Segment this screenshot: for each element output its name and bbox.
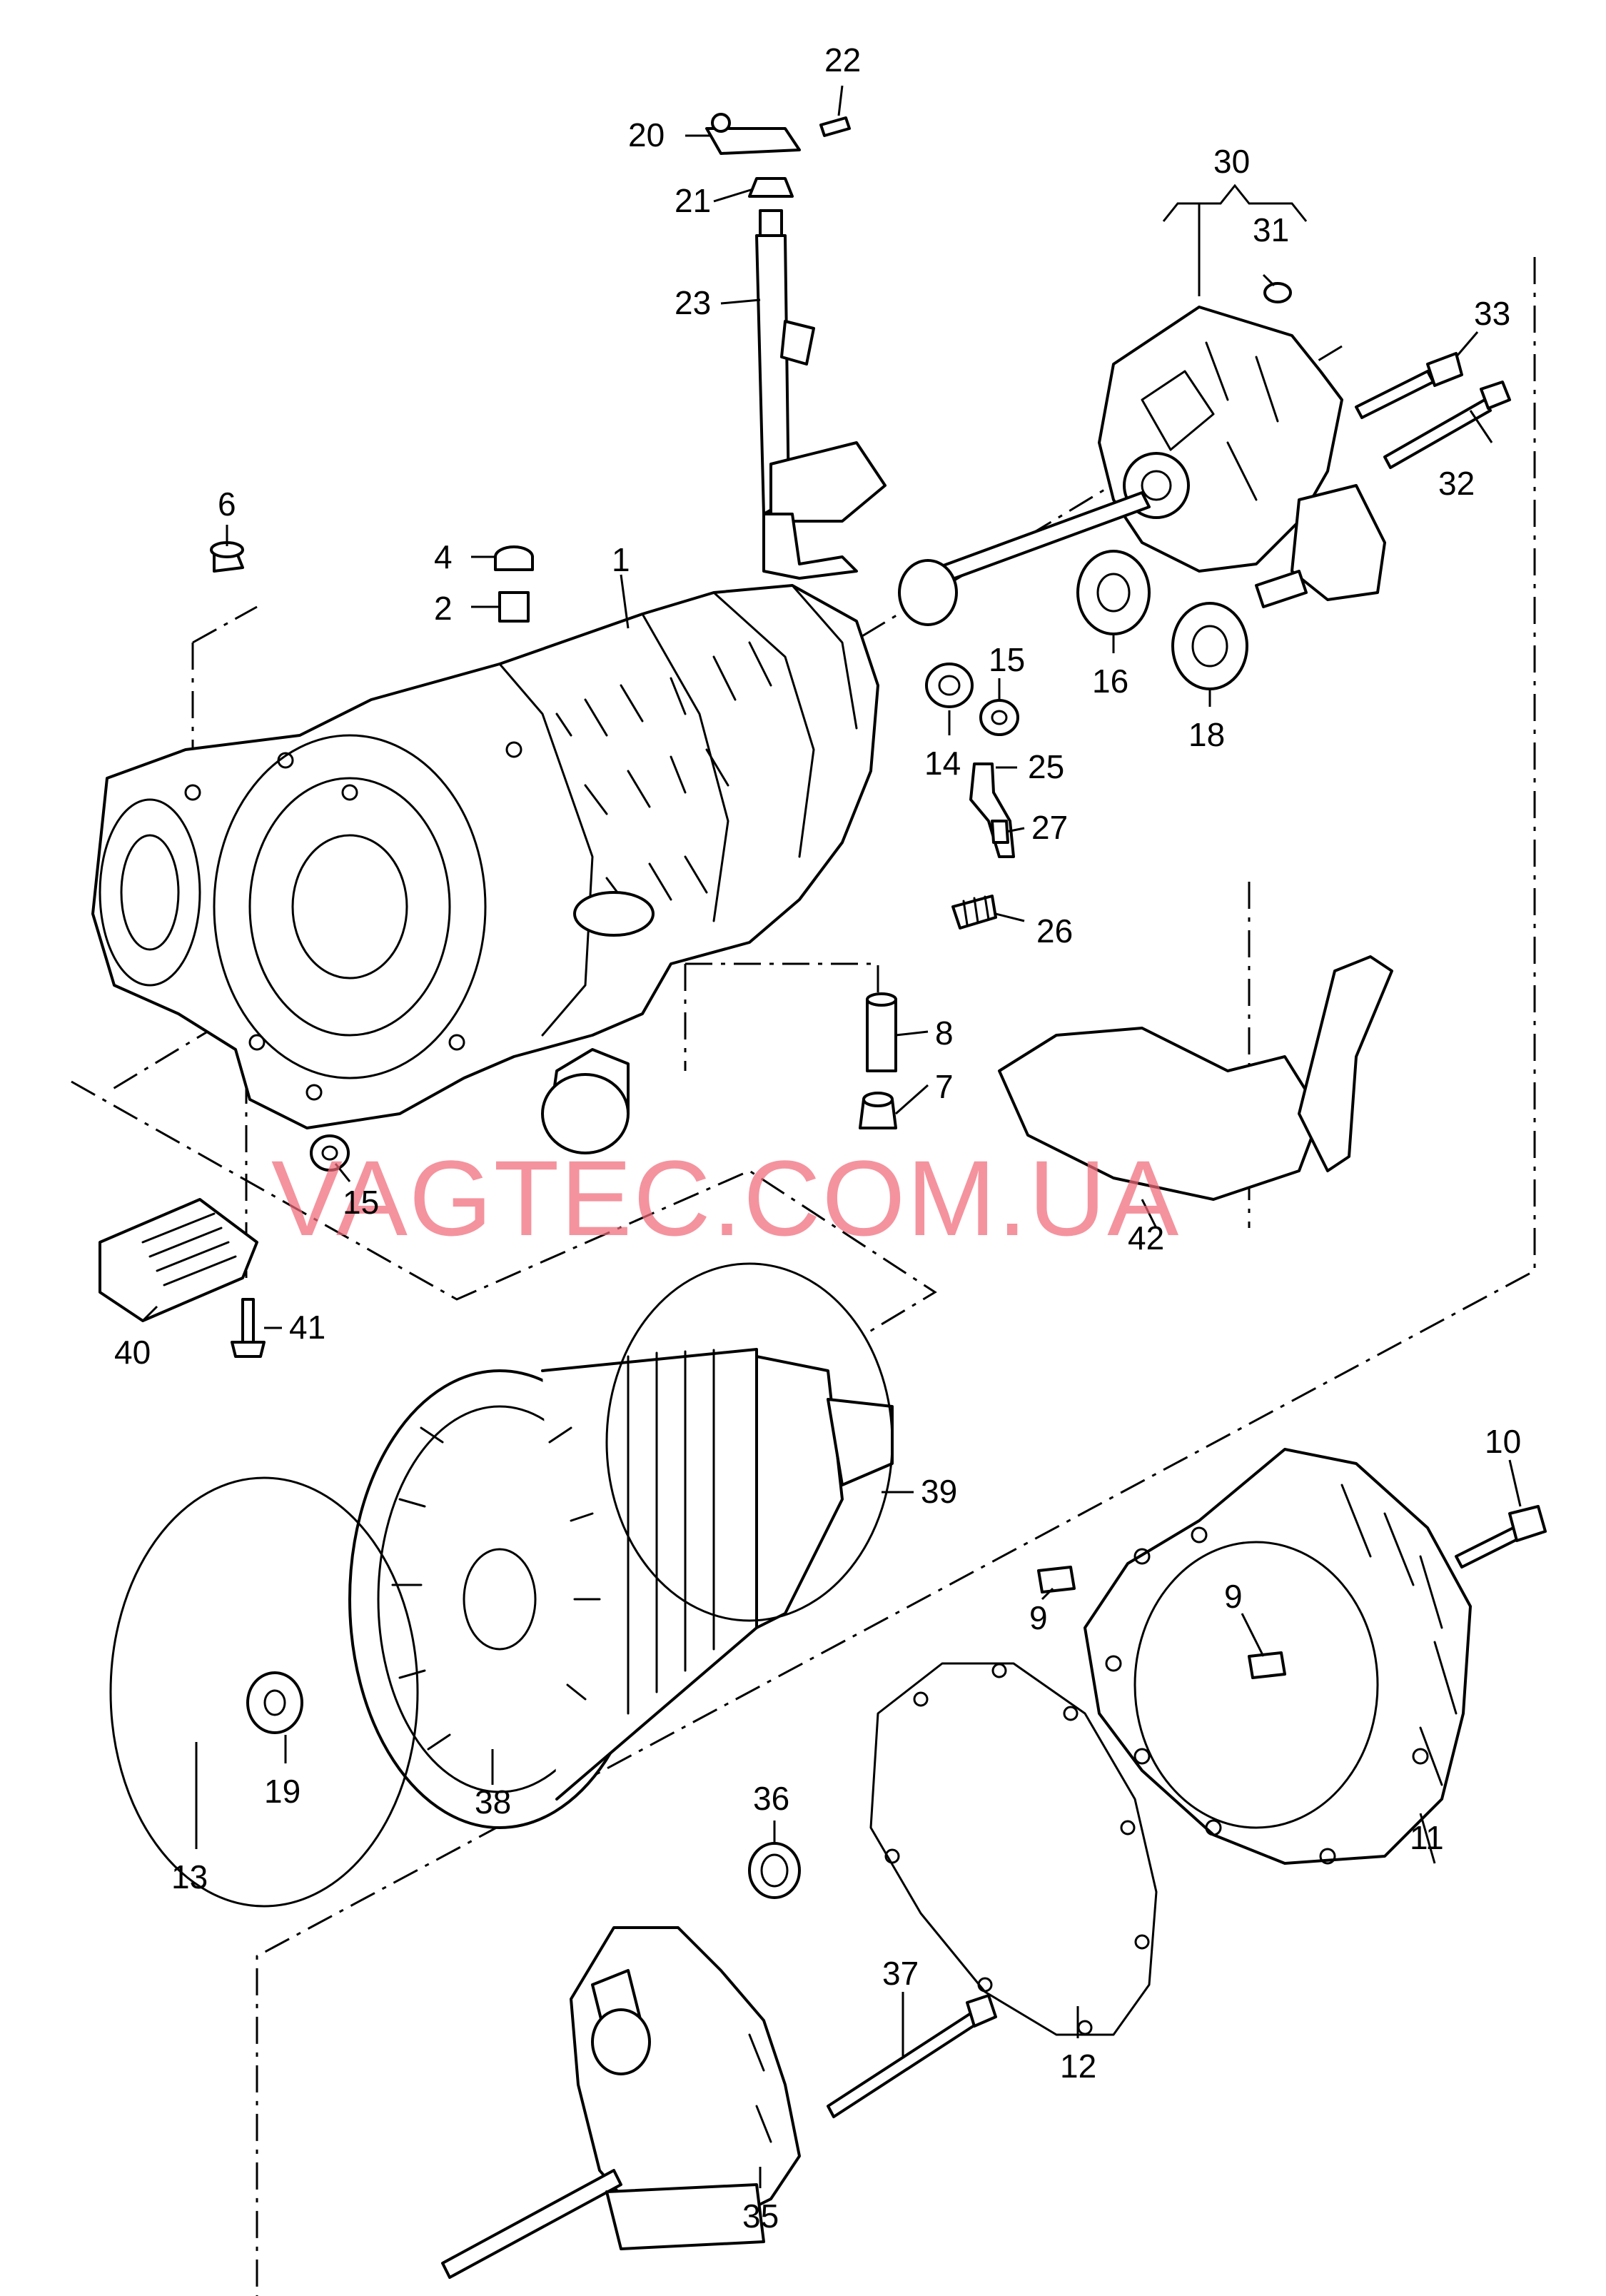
callout-18: 18 [1188,716,1225,753]
dowel-part-9-right [1248,1651,1286,1679]
bolt-part-10 [1455,1505,1547,1569]
callout-31: 31 [1253,211,1289,248]
callout-37: 37 [882,1955,919,1992]
valve-body-part-30 [898,306,1386,626]
control-unit-part-40 [99,1198,258,1322]
cap-part-4 [494,545,534,571]
callout-21: 21 [675,182,711,219]
callout-10: 10 [1485,1423,1521,1460]
plug-part-6 [210,541,244,573]
callout-38: 38 [475,1783,511,1821]
callout-35: 35 [742,2197,779,2235]
callout-42: 42 [1128,1219,1164,1257]
callout-26: 26 [1036,912,1073,950]
callout-30: 30 [1213,143,1250,180]
leader-lines [141,85,1522,2188]
callout-15-lower: 15 [343,1184,379,1221]
callout-19: 19 [264,1773,301,1810]
callout-6: 6 [218,485,236,523]
bearing-part-15-lower [310,1134,350,1172]
callout-14: 14 [924,745,961,782]
bearing-part-15-upper [979,699,1019,736]
callout-40: 40 [114,1334,151,1371]
callout-41: 41 [289,1309,325,1346]
ring-part-13 [109,1476,419,1908]
oil-pump-part-35 [441,1926,801,2279]
callout-9-right: 9 [1224,1578,1243,1615]
bolt-part-33 [1355,352,1463,419]
seal-part-18 [1171,602,1248,690]
callout-22: 22 [824,41,861,79]
plug-part-7 [859,1092,897,1129]
transmission-housing [91,584,879,1154]
callout-2: 2 [434,590,453,627]
bolt-part-37 [827,1994,997,2118]
callout-32: 32 [1438,465,1475,502]
callout-27: 27 [1031,809,1068,846]
callout-23: 23 [675,284,711,321]
torque-converter-part-38 [348,1348,894,1829]
bearing-part-14 [925,663,974,708]
bolt-part-27 [991,820,1009,844]
callout-12: 12 [1060,2048,1096,2085]
watermark-text: VAGTEC.COM.UA [271,1138,1180,1258]
callout-1: 1 [612,541,630,578]
callout-13: 13 [171,1858,208,1895]
dowel-part-9-left [1037,1566,1076,1593]
callout-11: 11 [1410,1819,1444,1856]
callout-numbers: 1 2 4 6 7 8 9 9 10 11 12 13 14 15 15 16 … [114,41,1521,2235]
callout-25: 25 [1028,748,1064,785]
spring-part-26 [951,895,997,930]
callout-9-left: 9 [1029,1599,1048,1636]
washer-part-19 [246,1671,303,1734]
selector-shaft-assembly [705,113,887,580]
o-ring-part-39 [605,1262,894,1622]
dowel-pin-part-2 [498,591,530,623]
callout-15-upper: 15 [989,641,1025,678]
sleeve-part-8 [866,992,897,1072]
callout-39: 39 [921,1473,957,1510]
callout-33: 33 [1474,295,1510,332]
callout-4: 4 [434,538,453,575]
callout-7: 7 [935,1068,954,1105]
strainer-part-42 [998,955,1393,1201]
seal-part-16 [1076,550,1151,635]
callout-16: 16 [1092,663,1128,700]
callout-8: 8 [935,1014,954,1052]
bolt-part-32 [1383,381,1511,469]
gasket-part-12 [869,1662,1158,2036]
callout-36: 36 [753,1780,789,1817]
seal-part-36 [748,1842,801,1899]
bolt-part-41 [231,1298,266,1358]
o-ring-part-31 [1263,282,1292,303]
callout-20: 20 [628,116,665,153]
